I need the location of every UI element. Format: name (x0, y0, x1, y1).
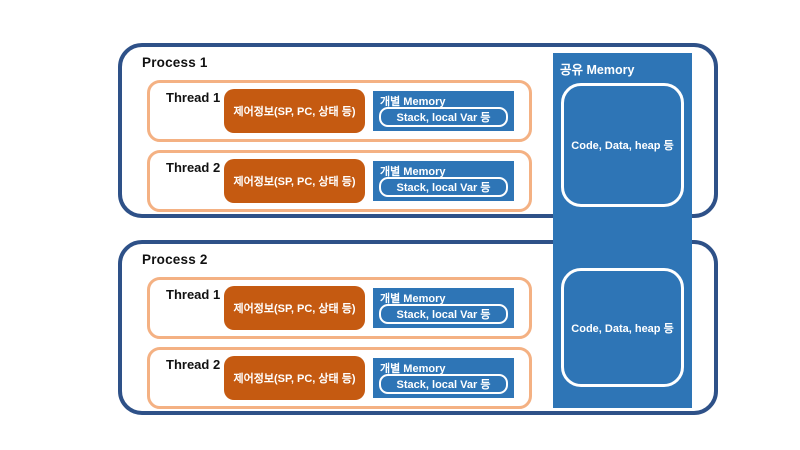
thread-label: Thread 2 (166, 160, 221, 175)
individual-memory-box: 개별 Memory Stack, local Var 등 (373, 91, 514, 131)
process-2-thread-2-box: Thread 2 제어정보(SP, PC, 상태 등) 개별 Memory St… (147, 347, 532, 409)
shared-memory-region-1: Code, Data, heap 등 (561, 83, 684, 207)
stack-local-var-box: Stack, local Var 등 (379, 107, 508, 127)
control-info-box: 제어정보(SP, PC, 상태 등) (224, 356, 365, 400)
process-1-thread-2-box: Thread 2 제어정보(SP, PC, 상태 등) 개별 Memory St… (147, 150, 532, 212)
individual-memory-label: 개별 Memory (380, 96, 446, 108)
individual-memory-box: 개별 Memory Stack, local Var 등 (373, 288, 514, 328)
shared-memory-column: 공유 Memory Code, Data, heap 등 Code, Data,… (553, 53, 692, 408)
thread-label: Thread 2 (166, 357, 221, 372)
shared-memory-region-2: Code, Data, heap 등 (561, 268, 684, 387)
thread-label: Thread 1 (166, 90, 221, 105)
control-info-box: 제어정보(SP, PC, 상태 등) (224, 159, 365, 203)
process-1-label: Process 1 (142, 55, 208, 70)
control-info-box: 제어정보(SP, PC, 상태 등) (224, 89, 365, 133)
individual-memory-box: 개별 Memory Stack, local Var 등 (373, 161, 514, 201)
process-2-thread-1-box: Thread 1 제어정보(SP, PC, 상태 등) 개별 Memory St… (147, 277, 532, 339)
individual-memory-box: 개별 Memory Stack, local Var 등 (373, 358, 514, 398)
process-2-label: Process 2 (142, 252, 208, 267)
individual-memory-label: 개별 Memory (380, 293, 446, 305)
stack-local-var-box: Stack, local Var 등 (379, 177, 508, 197)
stack-local-var-box: Stack, local Var 등 (379, 374, 508, 394)
thread-label: Thread 1 (166, 287, 221, 302)
individual-memory-label: 개별 Memory (380, 166, 446, 178)
process-1-thread-1-box: Thread 1 제어정보(SP, PC, 상태 등) 개별 Memory St… (147, 80, 532, 142)
stack-local-var-box: Stack, local Var 등 (379, 304, 508, 324)
shared-memory-label: 공유 Memory (560, 63, 635, 77)
individual-memory-label: 개별 Memory (380, 363, 446, 375)
control-info-box: 제어정보(SP, PC, 상태 등) (224, 286, 365, 330)
